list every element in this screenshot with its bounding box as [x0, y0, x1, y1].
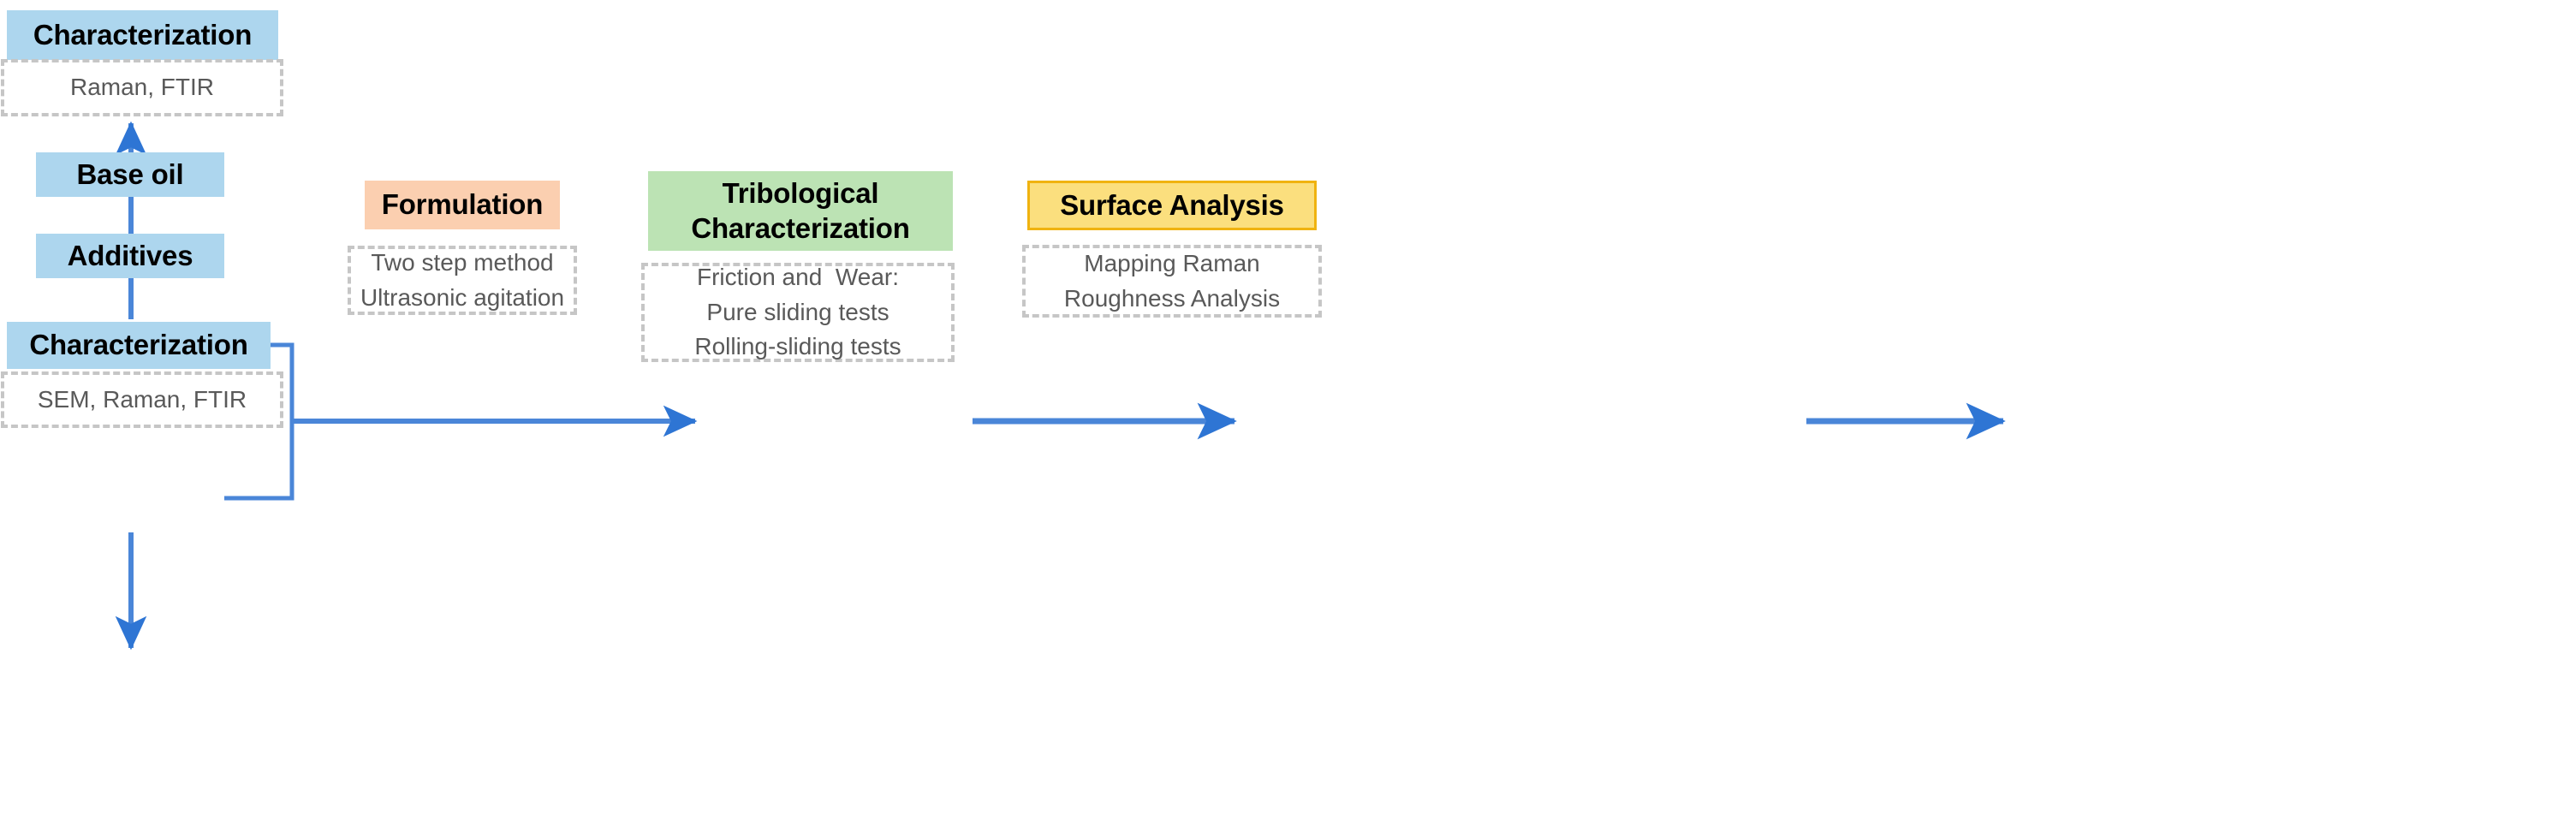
node-tribological-label-line2: Characterization	[691, 211, 910, 244]
detail-line: Two step method	[371, 248, 554, 276]
detail-line: Mapping Raman	[1084, 249, 1260, 276]
detail-line: Friction and Wear:	[696, 264, 900, 291]
node-characterization-top[interactable]: Characterization	[7, 10, 278, 60]
detail-line: Roughness Analysis	[1063, 284, 1281, 312]
detail-tribological: Friction and Wear: Pure sliding tests Ro…	[641, 263, 955, 362]
node-base-oil-label: Base oil	[76, 157, 184, 190]
node-characterization-bottom-label: Characterization	[29, 329, 248, 361]
detail-line: Ultrasonic agitation	[360, 283, 565, 311]
detail-line: Rolling-sliding tests	[694, 333, 901, 360]
node-characterization-top-label: Characterization	[33, 18, 253, 51]
arrow-merge-to-formulation	[224, 342, 698, 501]
node-additives-label: Additives	[67, 239, 193, 271]
node-base-oil[interactable]: Base oil	[36, 152, 224, 197]
detail-characterization-top: Raman, FTIR	[1, 59, 283, 116]
node-formulation[interactable]: Formulation	[365, 181, 560, 229]
detail-line: SEM, Raman, FTIR	[37, 385, 247, 413]
node-additives[interactable]: Additives	[36, 234, 224, 278]
node-tribological-characterization[interactable]: Tribological Characterization	[648, 171, 953, 251]
detail-characterization-bottom: SEM, Raman, FTIR	[1, 371, 283, 428]
detail-formulation: Two step method Ultrasonic agitation	[348, 246, 577, 315]
node-surface-analysis-label: Surface Analysis	[1060, 188, 1284, 221]
detail-line: Raman, FTIR	[69, 74, 215, 101]
detail-surface-analysis: Mapping Raman Roughness Analysis	[1022, 245, 1322, 318]
detail-line: Pure sliding tests	[706, 298, 889, 325]
node-formulation-label: Formulation	[381, 188, 544, 221]
node-surface-analysis[interactable]: Surface Analysis	[1027, 181, 1317, 230]
node-characterization-bottom[interactable]: Characterization	[7, 322, 271, 369]
node-tribological-label-line1: Tribological	[722, 177, 879, 210]
